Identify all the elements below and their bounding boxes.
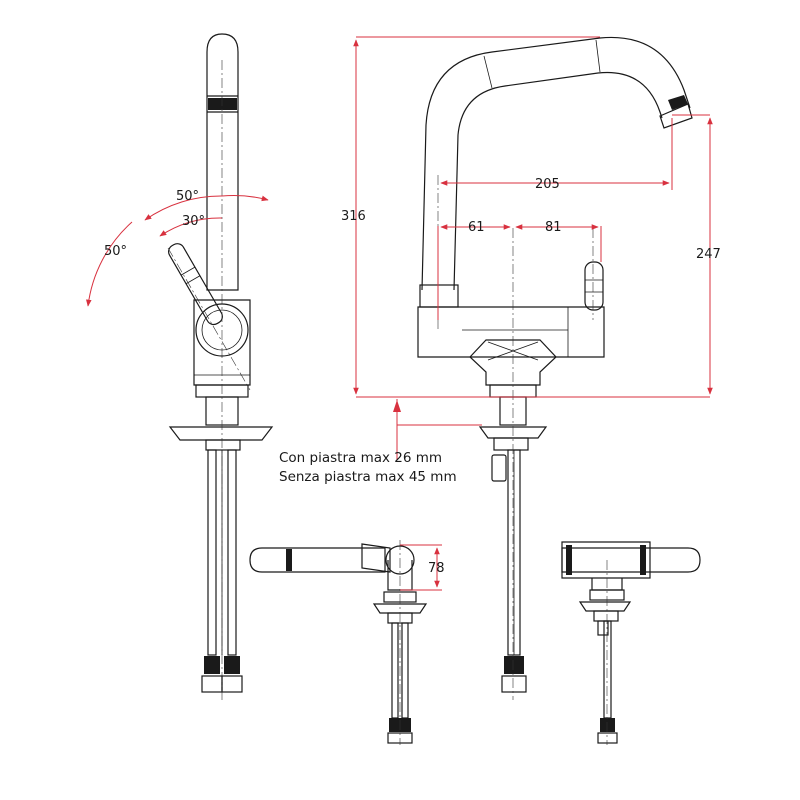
front-hose-nut bbox=[501, 675, 527, 693]
front-view bbox=[417, 36, 693, 700]
mounting-notes: Con piastra max 26 mm Senza piastra max … bbox=[279, 450, 457, 485]
dim-label-81: 81 bbox=[545, 220, 562, 235]
side-spout-aerator bbox=[207, 95, 238, 113]
bottom-right-plate bbox=[578, 601, 632, 612]
front-threaded-rod bbox=[491, 454, 507, 482]
bottom-hose-left bbox=[391, 622, 399, 719]
note-without-plate: Senza piastra max 45 mm bbox=[279, 469, 457, 485]
angle-arc-right bbox=[221, 195, 269, 202]
side-spout-tube bbox=[206, 33, 239, 291]
front-dimensions: 316 247 205 61 81 bbox=[341, 36, 721, 460]
front-spout-collar bbox=[419, 284, 459, 308]
bottom-right-body bbox=[561, 541, 651, 579]
bottom-right-spout bbox=[561, 547, 701, 573]
bottom-aerator bbox=[286, 549, 292, 571]
bottom-hose-right bbox=[401, 622, 409, 719]
angle-indicators: 50° 30° 50° bbox=[86, 189, 269, 307]
front-lever bbox=[584, 261, 604, 311]
front-body bbox=[417, 306, 605, 358]
angle-label-30: 30° bbox=[182, 214, 205, 229]
front-aerator bbox=[668, 95, 688, 110]
bottom-plate bbox=[372, 603, 428, 614]
side-mounting-plate bbox=[168, 426, 274, 441]
front-center-tee bbox=[469, 339, 557, 386]
side-lever-axis bbox=[167, 247, 251, 391]
note-with-plate: Con piastra max 26 mm bbox=[279, 450, 442, 466]
front-hose-fitting bbox=[504, 656, 524, 674]
dim-label-247: 247 bbox=[696, 247, 721, 262]
front-mounting-plate bbox=[478, 426, 548, 439]
side-hose-fittings bbox=[201, 656, 243, 693]
front-spout-arch-inner bbox=[453, 71, 663, 291]
dim-label-78: 78 bbox=[428, 561, 445, 576]
dim-label-316: 316 bbox=[341, 209, 366, 224]
front-nut bbox=[493, 437, 529, 451]
angle-label-50-top: 50° bbox=[176, 189, 199, 204]
angle-label-50-left: 50° bbox=[104, 244, 127, 259]
front-spout-tip bbox=[659, 103, 693, 129]
side-body bbox=[193, 299, 251, 386]
bottom-side-view: 78 bbox=[249, 540, 445, 745]
side-lever bbox=[168, 243, 223, 326]
front-spout-arch bbox=[421, 36, 691, 291]
side-nut bbox=[205, 439, 241, 451]
dim-label-205: 205 bbox=[535, 177, 560, 192]
bottom-lever-base bbox=[361, 543, 391, 573]
angle-arc-left bbox=[86, 221, 133, 307]
angle-arc-left-top bbox=[144, 195, 223, 221]
bottom-right-rod bbox=[597, 620, 609, 636]
side-view bbox=[167, 33, 274, 700]
angle-arc-inner bbox=[159, 217, 223, 237]
dim-label-61: 61 bbox=[468, 220, 485, 235]
bottom-front-view bbox=[561, 541, 701, 745]
bottom-spout bbox=[249, 547, 386, 573]
side-aerator-ring bbox=[208, 98, 237, 110]
